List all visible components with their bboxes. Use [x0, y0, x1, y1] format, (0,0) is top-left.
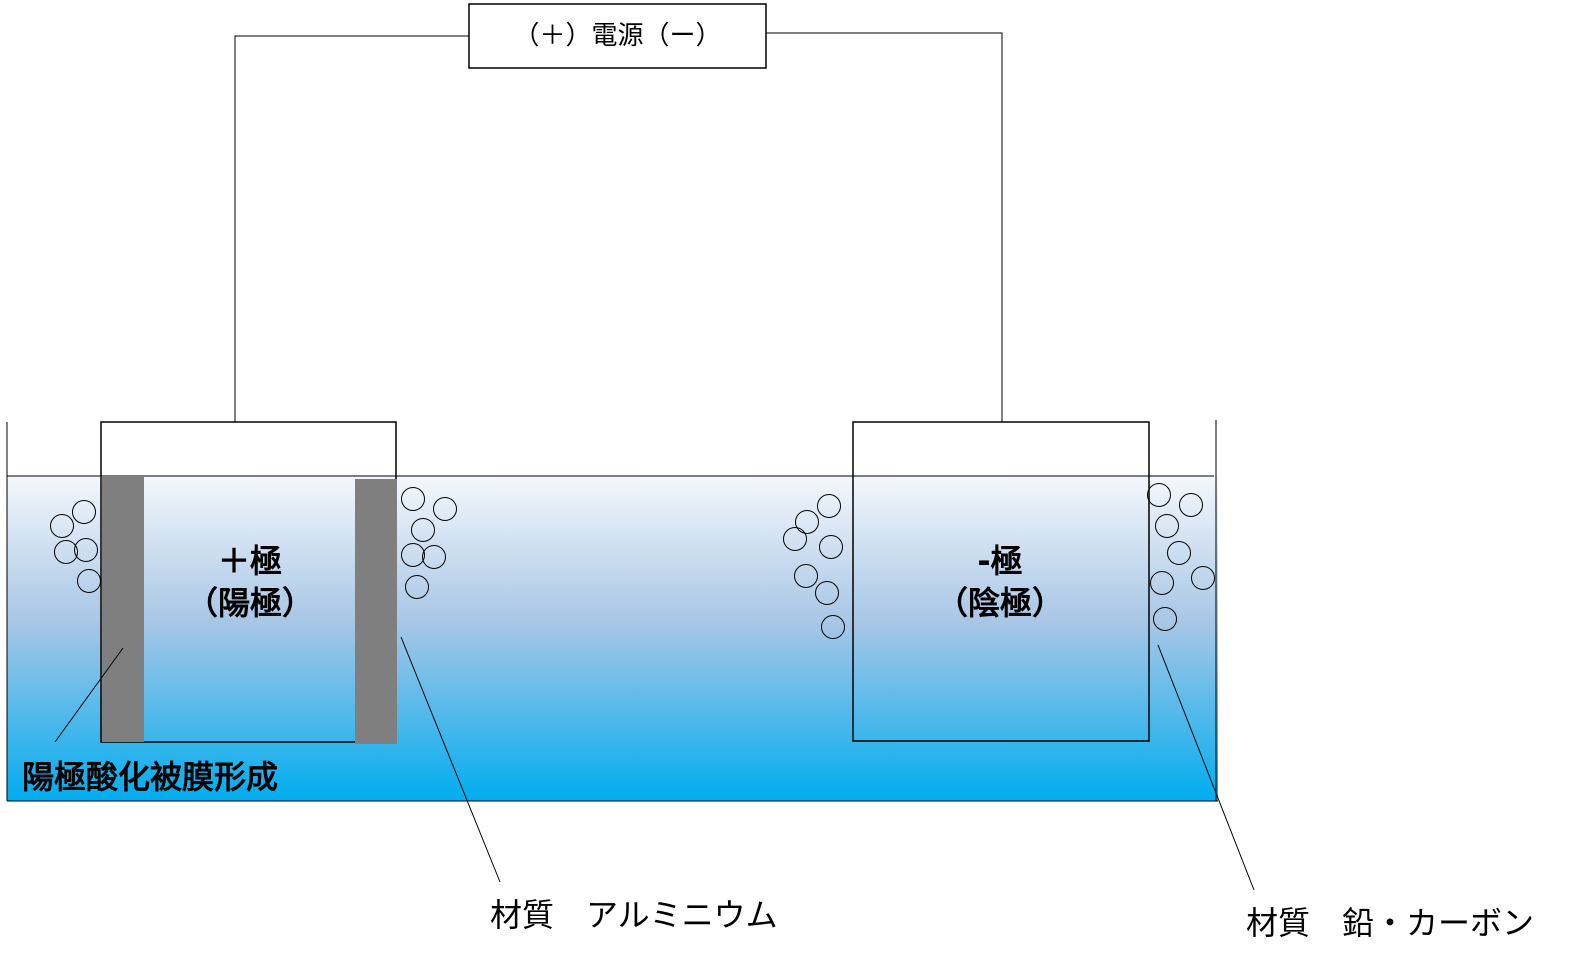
- anode-oxide-film-right: [355, 479, 397, 744]
- bubble: [401, 487, 425, 511]
- bubble: [433, 497, 457, 521]
- anode-oxide-film-left: [102, 476, 144, 742]
- bubble: [72, 500, 96, 524]
- bubbles-cathode-left: [783, 494, 845, 639]
- cathode-material-label: 材質 鉛・カーボン: [1246, 904, 1535, 942]
- bubble: [54, 540, 78, 564]
- anode-wire: [234, 35, 469, 422]
- bubble: [411, 518, 435, 542]
- bubble: [817, 494, 841, 518]
- bubble: [401, 543, 425, 567]
- bubble: [1179, 493, 1203, 517]
- electrolyte-liquid: [7, 476, 1218, 801]
- anode-material-leader-line: [400, 636, 501, 883]
- cathode-label: -極 （陰極）: [900, 540, 1100, 624]
- power-supply-label: （＋）電源（ー）: [513, 21, 722, 51]
- cathode-wire: [766, 32, 1003, 422]
- bubble: [1153, 607, 1177, 631]
- film-leader-line: [54, 647, 124, 743]
- power-supply-box: [468, 3, 767, 69]
- bubble: [815, 581, 839, 605]
- bubble: [1147, 483, 1171, 507]
- bubbles-anode-left: [50, 500, 101, 593]
- bubble: [795, 510, 819, 534]
- bubble: [794, 564, 818, 588]
- bubble: [819, 535, 843, 559]
- bubble: [74, 538, 98, 562]
- anode-label: ＋極 （陽極）: [150, 540, 350, 624]
- bubbles-cathode-right: [1147, 483, 1215, 631]
- bubble: [422, 545, 446, 569]
- bubble: [1155, 514, 1179, 538]
- cathode-sign: -極: [977, 542, 1023, 580]
- oxide-film-label: 陽極酸化被膜形成: [22, 758, 279, 796]
- bubble: [821, 615, 845, 639]
- bubble: [405, 575, 429, 599]
- anode-sign: ＋極: [217, 542, 282, 580]
- bubble: [783, 527, 807, 551]
- bubble: [1167, 541, 1191, 565]
- anode-name: （陽極）: [185, 584, 314, 622]
- cathode-electrode: [852, 421, 1150, 742]
- bubble: [77, 569, 101, 593]
- bubble: [1150, 571, 1174, 595]
- bubble: [50, 514, 74, 538]
- cathode-name: （陰極）: [935, 584, 1064, 622]
- anode-material-label: 材質 アルミニウム: [490, 896, 778, 934]
- cathode-material-leader-line: [1157, 644, 1255, 891]
- bubbles-anode-right: [401, 487, 457, 599]
- bubble: [1191, 566, 1215, 590]
